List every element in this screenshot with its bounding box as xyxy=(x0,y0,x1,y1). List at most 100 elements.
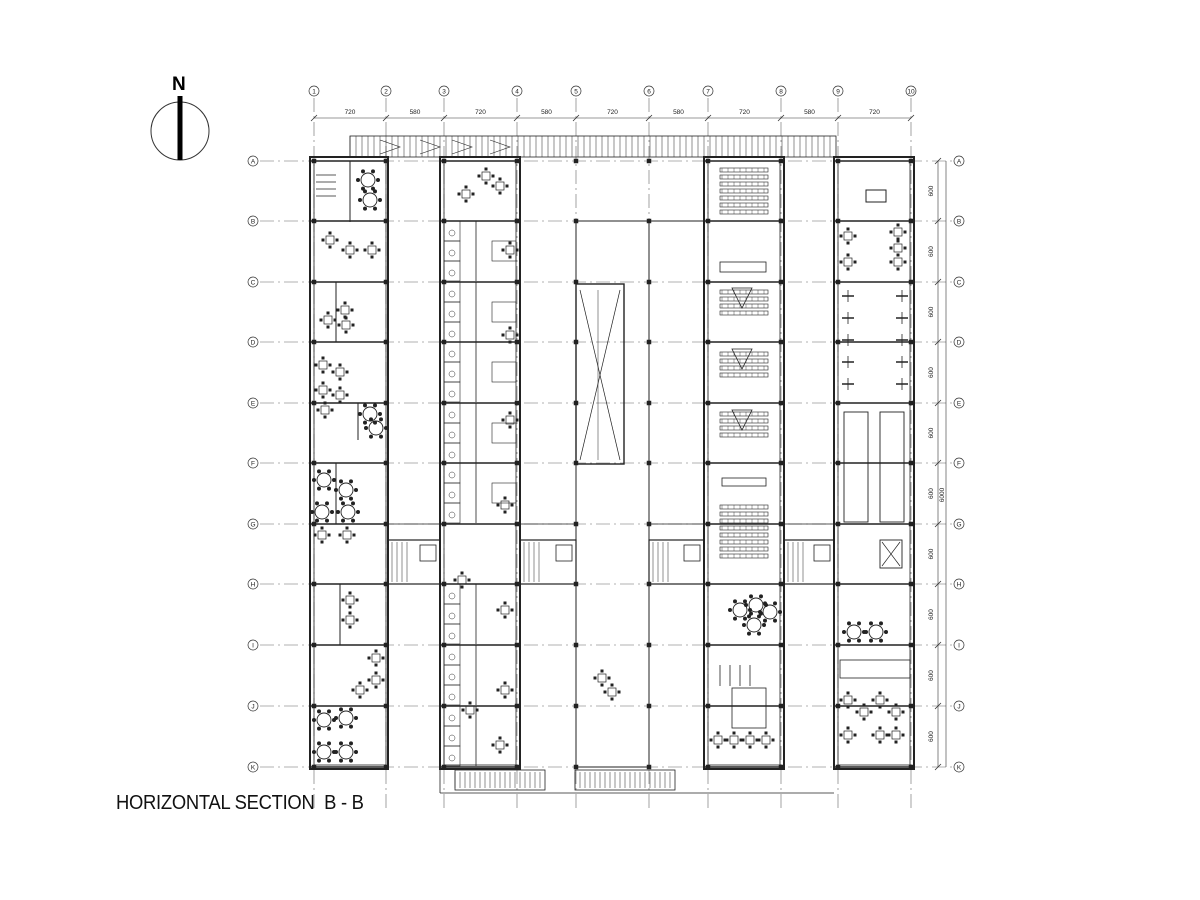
chair-icon xyxy=(344,316,348,320)
round-table-icon xyxy=(316,712,332,728)
round-table-icon xyxy=(316,472,332,488)
chair-icon xyxy=(764,745,768,749)
stage-platform xyxy=(719,261,767,273)
table-icon xyxy=(345,615,355,625)
chair-icon xyxy=(370,255,374,259)
seat-row xyxy=(719,289,769,295)
row-bubble xyxy=(953,518,965,530)
chair-icon xyxy=(887,710,891,714)
seat-row xyxy=(719,181,769,187)
chair-icon xyxy=(326,325,330,329)
chair-icon xyxy=(312,478,316,482)
chair-icon xyxy=(327,741,331,746)
chair-icon xyxy=(505,743,509,747)
chair-icon xyxy=(460,571,464,575)
chair-icon xyxy=(603,690,607,694)
chair-icon xyxy=(333,318,337,322)
chair-icon xyxy=(503,510,507,514)
structural-column xyxy=(383,460,389,466)
structural-column xyxy=(908,521,914,527)
column-bubble xyxy=(702,85,714,97)
table-icon xyxy=(371,675,381,685)
elevator-cross xyxy=(881,541,901,567)
seat-row xyxy=(719,209,769,215)
chair-icon xyxy=(467,578,471,582)
structural-column xyxy=(705,218,711,224)
seat-row xyxy=(719,511,769,517)
round-table-icon xyxy=(360,172,376,188)
chair-icon xyxy=(336,308,340,312)
dimension-tick xyxy=(382,114,390,122)
wc-cubicle xyxy=(443,462,461,484)
structural-column xyxy=(514,279,520,285)
chair-icon xyxy=(896,267,900,271)
chair-icon xyxy=(345,526,349,530)
column-bubble xyxy=(438,85,450,97)
structural-column xyxy=(778,158,784,164)
chair-icon xyxy=(320,540,324,544)
structural-column xyxy=(311,218,317,224)
row-spacing-label: 600 xyxy=(928,367,935,378)
row-bubble xyxy=(953,639,965,651)
structural-column xyxy=(908,158,914,164)
chair-icon xyxy=(381,678,385,682)
chair-icon xyxy=(369,434,373,439)
column-bubble xyxy=(775,85,787,97)
table-icon xyxy=(500,500,510,510)
structural-column xyxy=(646,764,652,770)
elevator-shaft xyxy=(555,544,573,562)
seat-row xyxy=(719,432,769,438)
row-label: D xyxy=(251,340,256,347)
chair-icon xyxy=(501,248,505,252)
chair-icon xyxy=(501,418,505,422)
round-table-icon xyxy=(362,192,378,208)
structural-column xyxy=(383,642,389,648)
seat-row xyxy=(719,411,769,417)
toilet-icon xyxy=(448,491,456,499)
chair-icon xyxy=(338,363,342,367)
round-table-icon xyxy=(732,602,748,618)
chair-icon xyxy=(356,178,360,182)
structural-column xyxy=(441,158,447,164)
structural-column xyxy=(835,339,841,345)
chair-icon xyxy=(349,479,353,484)
table-icon xyxy=(323,315,333,325)
structural-column xyxy=(573,764,579,770)
chair-icon xyxy=(879,621,883,626)
chair-icon xyxy=(846,227,850,231)
structural-column xyxy=(514,339,520,345)
round-table-icon xyxy=(368,420,384,436)
chair-icon xyxy=(461,708,465,712)
chair-icon xyxy=(477,174,481,178)
structural-column xyxy=(705,460,711,466)
row-label: C xyxy=(957,280,962,287)
seat-row xyxy=(719,418,769,424)
row-label: F xyxy=(957,461,961,468)
structural-column xyxy=(573,703,579,709)
furniture-layout xyxy=(310,167,908,763)
table-icon xyxy=(891,730,901,740)
structural-column xyxy=(705,642,711,648)
chair-icon xyxy=(773,618,777,623)
column-spacing-label: 720 xyxy=(869,109,880,116)
structural-column xyxy=(778,218,784,224)
wc-cubicle xyxy=(443,442,461,464)
chair-icon xyxy=(901,710,905,714)
table-icon xyxy=(345,245,355,255)
chair-icon xyxy=(314,363,318,367)
chair-icon xyxy=(378,412,382,416)
chair-icon xyxy=(464,199,468,203)
column-spacing-label: 720 xyxy=(607,109,618,116)
chair-icon xyxy=(896,223,900,227)
chair-icon xyxy=(878,740,882,744)
projection-icon xyxy=(731,409,753,431)
chair-icon xyxy=(503,601,507,605)
wc-cubicle xyxy=(443,422,461,444)
north-arrow-icon xyxy=(150,96,210,161)
row-spacing-label: 600 xyxy=(928,731,935,742)
structural-column xyxy=(383,218,389,224)
chair-icon xyxy=(373,403,377,408)
dimension-tick xyxy=(934,702,942,710)
chair-icon xyxy=(842,630,846,634)
seat-row xyxy=(719,532,769,538)
